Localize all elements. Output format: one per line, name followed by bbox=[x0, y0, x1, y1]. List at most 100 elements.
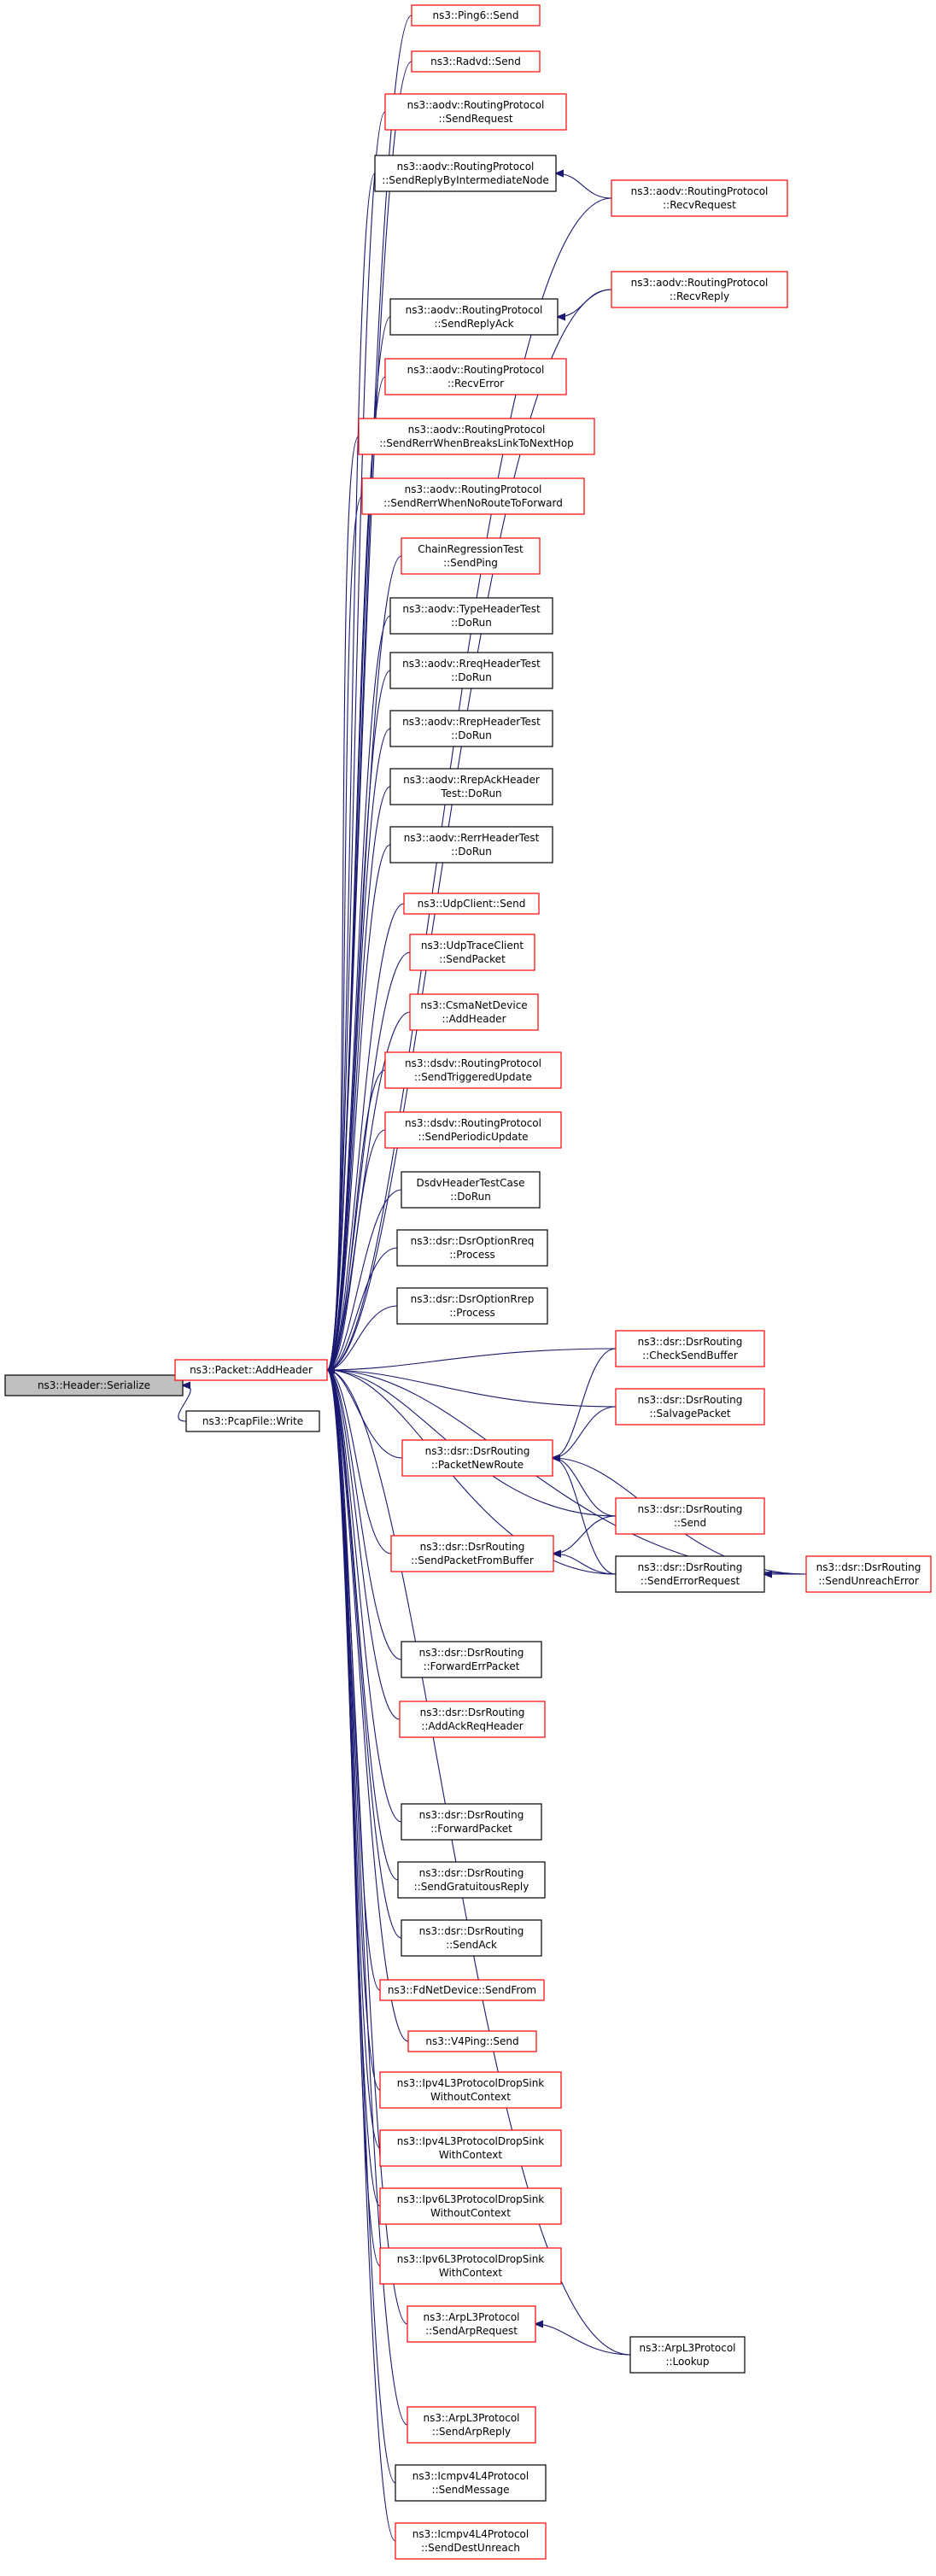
graph-node-n16[interactable]: ns3::UdpTraceClient::SendPacket bbox=[409, 934, 535, 971]
node-label: ::AddAckReqHeader bbox=[421, 1720, 523, 1732]
node-box bbox=[409, 993, 539, 1031]
graph-node-n5b[interactable]: ns3::aodv::RoutingProtocol::RecvReply bbox=[611, 271, 788, 308]
graph-node-ip4wo[interactable]: ns3::Ipv4L3ProtocolDropSinkWithoutContex… bbox=[379, 2071, 562, 2109]
graph-node-n6[interactable]: ns3::aodv::RoutingProtocol::RecvError bbox=[384, 358, 567, 395]
graph-node-icm4u[interactable]: ns3::Icmpv4L4Protocol::SendDestUnreach bbox=[395, 2522, 547, 2560]
node-box bbox=[379, 1979, 545, 2001]
node-label: ns3::CsmaNetDevice bbox=[420, 999, 527, 1011]
graph-node-n19[interactable]: ns3::dsdv::RoutingProtocol::SendPeriodic… bbox=[384, 1111, 562, 1149]
node-box bbox=[397, 1861, 546, 1899]
node-box bbox=[4, 1374, 184, 1396]
graph-node-n17[interactable]: ns3::CsmaNetDevice::AddHeader bbox=[409, 993, 539, 1031]
node-box bbox=[358, 418, 595, 455]
node-label: ::SalvagePacket bbox=[649, 1408, 730, 1420]
node-label: ::SendGratuitousReply bbox=[414, 1881, 529, 1893]
graph-node-n21: ns3::dsr::DsrOptionRreq::Process bbox=[396, 1229, 548, 1267]
node-label: ns3::aodv::RoutingProtocol bbox=[407, 364, 545, 376]
graph-node-v4p[interactable]: ns3::V4Ping::Send bbox=[407, 2030, 537, 2052]
graph-node-n15[interactable]: ns3::UdpClient::Send bbox=[403, 893, 540, 915]
call-edge-v4p-to-pa bbox=[327, 1370, 409, 2042]
call-edge-salv-to-pnr bbox=[553, 1406, 617, 1458]
node-label: ns3::Packet::AddHeader bbox=[190, 1364, 313, 1376]
graph-node-n3[interactable]: ns3::aodv::RoutingProtocol::SendRequest bbox=[384, 93, 567, 131]
graph-node-aarh[interactable]: ns3::dsr::DsrRouting::AddAckReqHeader bbox=[399, 1701, 546, 1738]
node-label: DsdvHeaderTestCase bbox=[417, 1177, 525, 1189]
call-edge-n14-to-pa bbox=[327, 844, 391, 1370]
call-edge-n15-to-pa bbox=[327, 903, 405, 1370]
node-label: ns3::aodv::RrepAckHeader bbox=[403, 774, 540, 786]
graph-node-sgr: ns3::dsr::DsrRouting::SendGratuitousRepl… bbox=[397, 1861, 546, 1899]
graph-node-pa[interactable]: ns3::Packet::AddHeader bbox=[174, 1359, 328, 1381]
node-label: ::CheckSendBuffer bbox=[642, 1349, 738, 1361]
graph-node-csb[interactable]: ns3::dsr::DsrRouting::CheckSendBuffer bbox=[615, 1330, 765, 1367]
graph-node-n12: ns3::aodv::RrepHeaderTest::DoRun bbox=[389, 710, 553, 747]
graph-node-n7[interactable]: ns3::aodv::RoutingProtocol::SendRerrWhen… bbox=[358, 418, 595, 455]
call-edge-n5b-to-n5 bbox=[558, 289, 612, 317]
graph-node-sue[interactable]: ns3::dsr::DsrRouting::SendUnreachError bbox=[805, 1555, 932, 1593]
node-box bbox=[374, 155, 557, 192]
graph-node-ip6wo[interactable]: ns3::Ipv6L3ProtocolDropSinkWithoutContex… bbox=[379, 2187, 562, 2225]
graph-node-n4: ns3::aodv::RoutingProtocol::SendReplyByI… bbox=[374, 155, 557, 192]
graph-node-dsend[interactable]: ns3::dsr::DsrRouting::Send bbox=[615, 1497, 765, 1535]
node-box bbox=[379, 2129, 562, 2167]
graph-node-fdsf[interactable]: ns3::FdNetDevice::SendFrom bbox=[379, 1979, 545, 2001]
node-label: ns3::Ping6::Send bbox=[432, 9, 518, 21]
node-label: ns3::aodv::RrepHeaderTest bbox=[402, 716, 541, 728]
graph-node-root[interactable]: ns3::Header::Serialize bbox=[4, 1374, 184, 1396]
call-edge-n18-to-pa bbox=[327, 1069, 386, 1370]
node-box bbox=[384, 1111, 562, 1149]
call-edge-dsend-to-spfb bbox=[553, 1515, 617, 1554]
graph-node-n11: ns3::aodv::RreqHeaderTest::DoRun bbox=[389, 652, 553, 689]
node-box bbox=[174, 1359, 328, 1381]
node-box bbox=[615, 1497, 765, 1535]
node-box bbox=[379, 2187, 562, 2225]
graph-node-sarq[interactable]: ns3::ArpL3Protocol::SendArpRequest bbox=[407, 2305, 536, 2343]
node-box bbox=[401, 1439, 553, 1477]
node-label: ::Send bbox=[674, 1517, 706, 1529]
node-label: ::DoRun bbox=[450, 1191, 491, 1203]
graph-node-n1[interactable]: ns3::Ping6::Send bbox=[411, 4, 541, 26]
node-label: ns3::ArpL3Protocol bbox=[423, 2412, 519, 2424]
graph-node-n18[interactable]: ns3::dsdv::RoutingProtocol::SendTriggere… bbox=[384, 1051, 562, 1089]
call-edge-dsend-to-pnr bbox=[553, 1458, 617, 1517]
node-box bbox=[390, 1535, 554, 1572]
node-box bbox=[611, 271, 788, 308]
node-label: ns3::dsr::DsrOptionRreq bbox=[411, 1235, 535, 1247]
call-edge-n8-to-pa bbox=[327, 495, 363, 1370]
graph-node-n2[interactable]: ns3::Radvd::Send bbox=[411, 50, 541, 73]
node-box bbox=[615, 1330, 765, 1367]
call-edge-ip4wo-to-pa bbox=[327, 1370, 381, 2091]
node-label: ns3::PcapFile::Write bbox=[202, 1415, 303, 1427]
node-label: ns3::FdNetDevice::SendFrom bbox=[388, 1984, 536, 1996]
node-label: ns3::ArpL3Protocol bbox=[639, 2342, 735, 2354]
node-label: ::RecvReply bbox=[670, 290, 729, 302]
node-box bbox=[401, 1803, 542, 1841]
node-box bbox=[409, 934, 535, 971]
node-label: ::DoRun bbox=[451, 846, 492, 858]
graph-node-n4b[interactable]: ns3::aodv::RoutingProtocol::RecvRequest bbox=[611, 179, 788, 217]
graph-node-n8[interactable]: ns3::aodv::RoutingProtocol::SendRerrWhen… bbox=[361, 477, 585, 515]
node-label: ns3::dsr::DsrRouting bbox=[638, 1503, 743, 1515]
graph-node-spfb[interactable]: ns3::dsr::DsrRouting::SendPacketFromBuff… bbox=[390, 1535, 554, 1572]
node-label: WithoutContext bbox=[430, 2091, 511, 2103]
node-label: ns3::dsdv::RoutingProtocol bbox=[405, 1057, 541, 1069]
graph-node-sarp[interactable]: ns3::ArpL3Protocol::SendArpReply bbox=[407, 2406, 536, 2444]
node-label: ns3::aodv::RoutingProtocol bbox=[405, 483, 542, 495]
node-label: ns3::aodv::RoutingProtocol bbox=[631, 185, 769, 197]
node-label: ::RecvRequest bbox=[663, 199, 736, 211]
graph-node-n14: ns3::aodv::RerrHeaderTest::DoRun bbox=[389, 826, 553, 864]
graph-node-n9[interactable]: ChainRegressionTest::SendPing bbox=[401, 537, 541, 575]
node-label: ::ForwardPacket bbox=[430, 1823, 512, 1835]
node-label: ns3::dsr::DsrRouting bbox=[419, 1809, 524, 1821]
node-box bbox=[401, 1171, 541, 1209]
call-edge-salv-to-pa bbox=[327, 1370, 617, 1408]
graph-node-salv[interactable]: ns3::dsr::DsrRouting::SalvagePacket bbox=[615, 1388, 765, 1426]
graph-node-pnr[interactable]: ns3::dsr::DsrRouting::PacketNewRoute bbox=[401, 1439, 553, 1477]
node-box bbox=[185, 1410, 320, 1432]
node-label: ns3::dsr::DsrRouting bbox=[420, 1707, 525, 1718]
node-box bbox=[395, 2522, 547, 2560]
node-label: ns3::Ipv4L3ProtocolDropSink bbox=[397, 2077, 545, 2089]
